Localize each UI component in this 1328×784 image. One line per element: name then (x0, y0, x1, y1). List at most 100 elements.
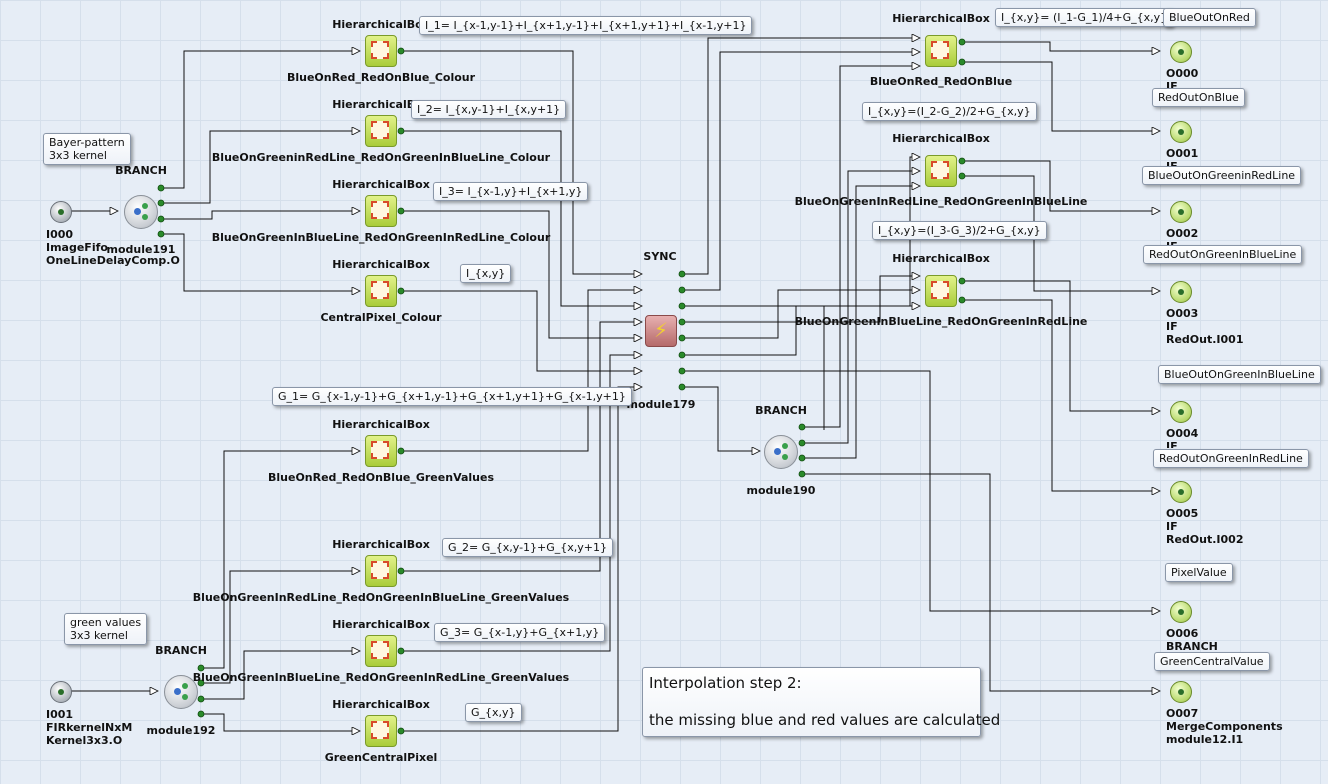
hbox-name-label: GreenCentralPixel (324, 751, 438, 764)
output-port-o004[interactable] (1170, 401, 1192, 423)
output-port-o001[interactable] (1170, 121, 1192, 143)
output-note[interactable]: RedOutOnBlue (1152, 88, 1245, 107)
sync-node-module179[interactable]: ⚡ (645, 315, 677, 347)
hbox-type-label: HierarchicalBox (332, 178, 430, 191)
output-note[interactable]: BlueOutOnGreenInBlueLine (1158, 365, 1321, 384)
branch-node-module190[interactable] (764, 435, 798, 469)
sync-type-label: SYNC (643, 250, 677, 263)
hbox-type-label: HierarchicalBox (892, 12, 990, 25)
branch-type-label: BRANCH (115, 164, 167, 177)
wire (201, 571, 360, 684)
hbox-type-label: HierarchicalBox (332, 538, 430, 551)
hbox-name-label: BlueOnRed_RedOnBlue_GreenValues (267, 471, 495, 484)
output-port-o007[interactable] (1170, 681, 1192, 703)
wire (401, 355, 642, 652)
wire (682, 52, 920, 291)
hbox-name-label: BlueOnGreenInBlueLine_RedOnGreenInRedLin… (211, 231, 551, 244)
hierarchical-box[interactable] (365, 435, 397, 467)
hbox-type-label: HierarchicalBox (332, 418, 430, 431)
wire (161, 211, 360, 220)
formula-note-gxy[interactable]: G_{x,y} (465, 703, 522, 722)
hierarchical-box[interactable] (365, 35, 397, 67)
wire (682, 38, 920, 275)
output-port-o000[interactable] (1170, 41, 1192, 63)
output-note[interactable]: GreenCentralValue (1154, 652, 1270, 671)
output-port-o005[interactable] (1170, 481, 1192, 503)
wire (682, 290, 920, 339)
wire (161, 233, 360, 291)
wire (962, 280, 1160, 411)
wire (802, 66, 920, 428)
wire (962, 61, 1160, 131)
wire (401, 210, 642, 338)
output-port-o002[interactable] (1170, 201, 1192, 223)
wire (682, 306, 920, 356)
hierarchical-box[interactable] (925, 275, 957, 307)
branch-type-label: BRANCH (755, 404, 807, 417)
hierarchical-box[interactable] (925, 35, 957, 67)
output-port-o003[interactable] (1170, 281, 1192, 303)
wire (201, 451, 360, 669)
formula-note-f3[interactable]: I_{x,y}=(I_3-G_3)/2+G_{x,y} (872, 221, 1047, 240)
branch-type-label: BRANCH (155, 644, 207, 657)
wire (802, 186, 920, 459)
output-note[interactable]: PixelValue (1165, 563, 1233, 582)
hbox-type-label: HierarchicalBox (892, 252, 990, 265)
hierarchical-box[interactable] (365, 115, 397, 147)
hbox-name-label: BlueOnRed_RedOnBlue_Colour (286, 71, 476, 84)
wire (682, 276, 920, 323)
hbox-type-label: HierarchicalBox (332, 698, 430, 711)
formula-note-g3[interactable]: G_3= G_{x-1,y}+G_{x+1,y} (434, 623, 606, 642)
interpolation-description-note[interactable]: Interpolation step 2: the missing blue a… (642, 667, 1000, 737)
formula-note-f1[interactable]: I_{x,y}= (I_1-G_1)/4+G_{x,y} (995, 8, 1174, 27)
formula-note-i3[interactable]: I_3= I_{x-1,y}+I_{x+1,y} (433, 182, 589, 201)
hbox-name-label: BlueOnGreenInBlueLine_RedOnGreenInRedLin… (192, 671, 570, 684)
formula-note-i2[interactable]: I_2= I_{x,y-1}+I_{x,y+1} (411, 100, 567, 119)
wire (802, 473, 1160, 691)
hierarchical-box[interactable] (365, 635, 397, 667)
hbox-type-label: HierarchicalBox (332, 98, 430, 111)
hbox-name-label: BlueOnGreenInBlueLine_RedOnGreenInRedLin… (794, 315, 1088, 328)
hbox-type-label: HierarchicalBox (332, 618, 430, 631)
formula-note-g1[interactable]: G_1= G_{x-1,y-1}+G_{x+1,y-1}+G_{x+1,y+1}… (272, 387, 632, 406)
wire (201, 713, 360, 731)
output-note[interactable]: RedOutOnGreenInBlueLine (1143, 245, 1303, 264)
formula-note-f2[interactable]: I_{x,y}=(I_2-G_2)/2+G_{x,y} (862, 102, 1037, 121)
formula-note-g2[interactable]: G_2= G_{x,y-1}+G_{x,y+1} (442, 538, 614, 557)
branch-node-module191[interactable] (124, 195, 158, 229)
branch-name-label: module190 (746, 484, 816, 497)
branch-name-label: module191 (106, 243, 176, 256)
hbox-type-label: HierarchicalBox (332, 18, 430, 31)
output-port-o006[interactable] (1170, 601, 1192, 623)
hbox-name-label: CentralPixel_Colour (320, 311, 442, 324)
lightning-icon: ⚡ (654, 318, 669, 342)
branch-node-module192[interactable] (164, 675, 198, 709)
output-note[interactable]: BlueOutOnRed (1163, 8, 1256, 27)
hierarchical-box[interactable] (365, 275, 397, 307)
output-note[interactable]: RedOutOnGreenInRedLine (1153, 449, 1309, 468)
hierarchical-box[interactable] (365, 195, 397, 227)
hierarchical-box[interactable] (925, 155, 957, 187)
hierarchical-box[interactable] (365, 555, 397, 587)
output-note[interactable]: BlueOutOnGreeninRedLine (1142, 166, 1302, 185)
hbox-type-label: HierarchicalBox (332, 258, 430, 271)
input-port-i000[interactable] (50, 201, 72, 223)
wire (201, 651, 360, 700)
hbox-name-label: BlueOnGreenInRedLine_RedOnGreenInBlueLin… (794, 195, 1088, 208)
formula-note-i1[interactable]: I_1= I_{x-1,y-1}+I_{x+1,y-1}+I_{x+1,y+1}… (419, 16, 753, 35)
wire (401, 50, 642, 274)
input-port-i001[interactable] (50, 681, 72, 703)
formula-note-ixy[interactable]: I_{x,y} (460, 264, 512, 283)
hierarchical-box[interactable] (365, 715, 397, 747)
wire (161, 131, 360, 204)
wire (161, 51, 360, 189)
